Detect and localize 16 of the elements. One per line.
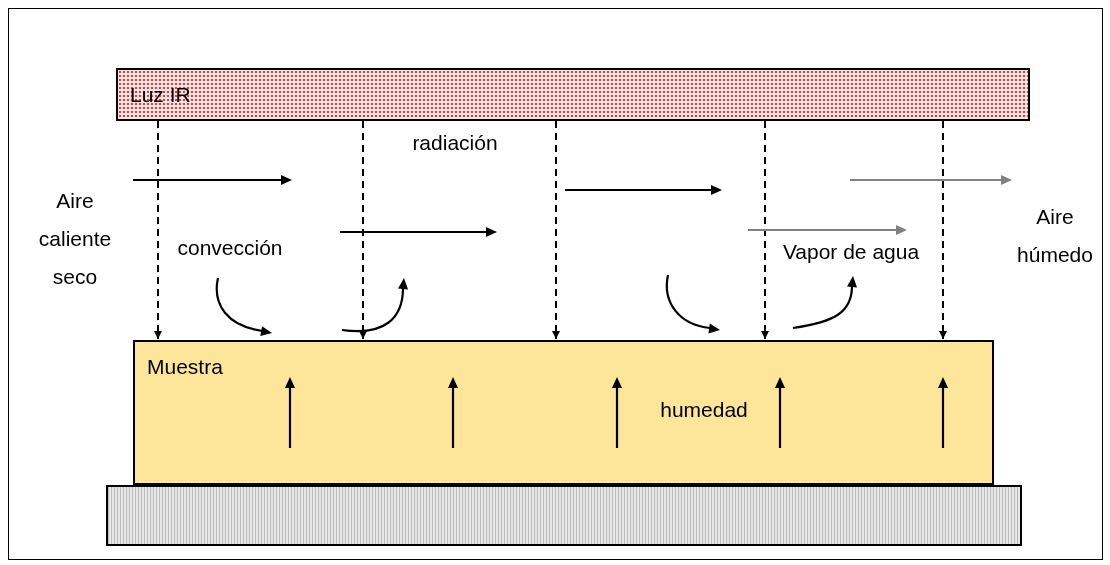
radiation-arrow [761, 120, 769, 340]
radiation-arrow [154, 120, 162, 340]
radiation-arrow [359, 120, 367, 340]
convection-label: convección [176, 235, 284, 261]
radiation-arrow [939, 120, 947, 340]
lamp-label: Luz IR [130, 82, 191, 108]
sample-label: Muestra [147, 354, 223, 380]
vapor-label: Vapor de agua [781, 239, 921, 265]
sample-block [133, 340, 994, 485]
radiation-label: radiación [411, 130, 499, 156]
outlet-air-label: Aire húmedo [1016, 204, 1094, 268]
moisture-label: humedad [659, 397, 749, 423]
inlet-air-label: Aire caliente seco [37, 188, 113, 290]
radiation-arrow [552, 120, 560, 340]
infrared-lamp-bar [116, 68, 1030, 121]
base-plate [106, 485, 1022, 546]
